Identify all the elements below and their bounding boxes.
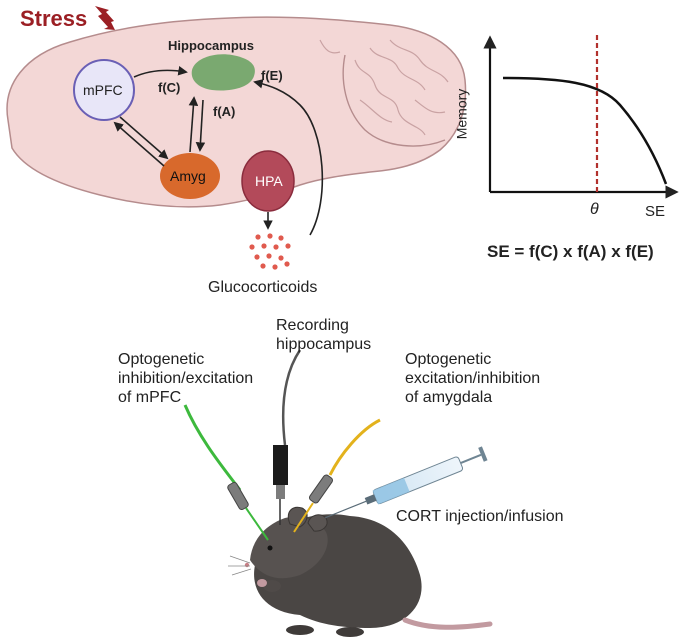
memory-curve — [502, 76, 668, 185]
theta-label: θ — [590, 201, 599, 218]
equation-label: SE = f(C) x f(A) x f(E) — [487, 242, 654, 261]
brain-arrows — [113, 66, 324, 236]
hippocampus-shape — [191, 54, 255, 91]
amyg-node — [160, 153, 220, 199]
glucocorticoid-dots — [249, 233, 291, 270]
amygdala-optogenetics-label: Optogenetic excitation/inhibition of amy… — [405, 351, 541, 406]
mpfc-fiber — [183, 404, 269, 541]
stress-label: Stress — [20, 6, 88, 31]
syringe — [325, 446, 488, 519]
mouse — [228, 506, 493, 637]
cort-label: CORT injection/infusion — [396, 508, 564, 525]
f-e-label: f(E) — [261, 68, 283, 83]
amyg-label: Amyg — [170, 168, 206, 184]
glucocorticoids-label: Glucocorticoids — [208, 279, 318, 296]
recording-electrode — [273, 349, 302, 525]
hippocampus-label: Hippocampus — [168, 38, 254, 53]
f-a-label: f(A) — [213, 104, 236, 119]
mpfc-node — [73, 59, 135, 121]
recording-label: Recording hippocampus — [276, 317, 372, 353]
mpfc-label: mPFC — [83, 82, 123, 98]
lightning-icon — [95, 6, 115, 30]
memory-plot — [483, 35, 679, 199]
f-c-label: f(C) — [158, 80, 181, 95]
hpa-label: HPA — [255, 173, 283, 189]
hpa-node — [241, 150, 295, 212]
memory-axis-label: Memory — [453, 88, 470, 140]
se-axis-label: SE — [645, 203, 666, 220]
amygdala-fiber — [293, 418, 381, 533]
mpfc-optogenetics-label: Optogenetic inhibition/excitation of mPF… — [118, 351, 254, 406]
